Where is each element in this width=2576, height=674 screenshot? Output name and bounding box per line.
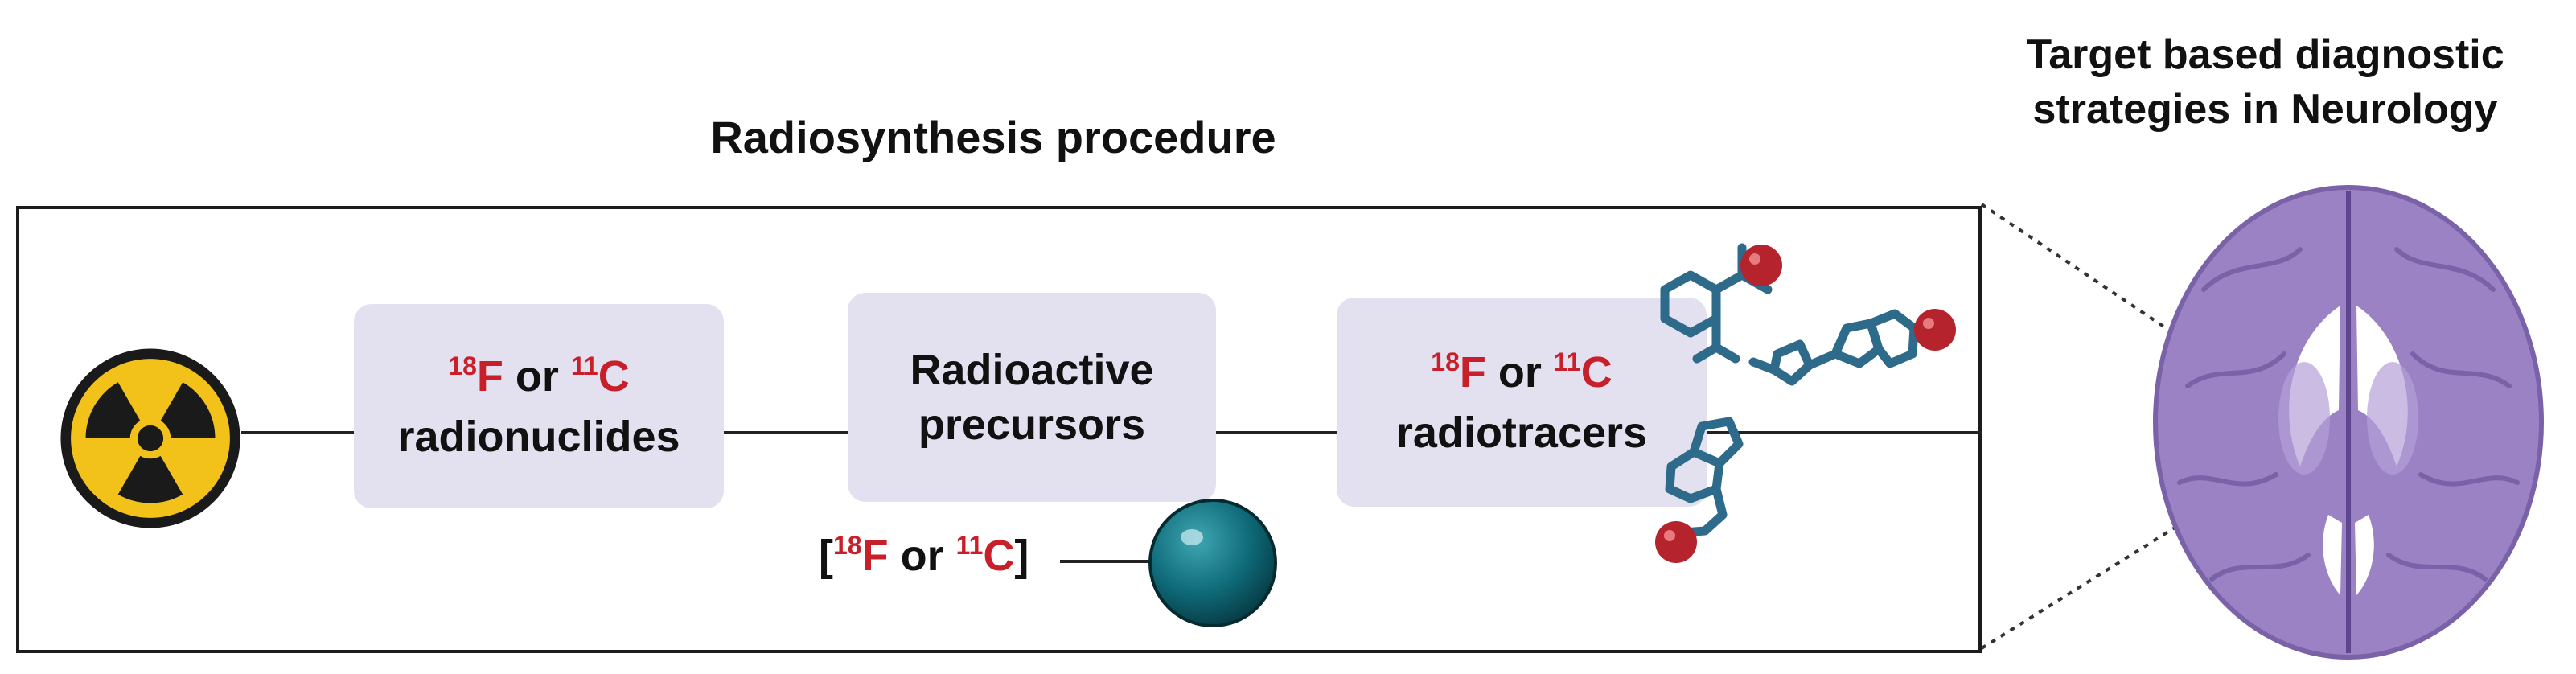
procedure-title: Radiosynthesis procedure xyxy=(710,112,1276,162)
box-label-line1: Radioactive xyxy=(910,346,1154,394)
c11-label: 11C xyxy=(570,351,630,401)
radionuclides-box: 18F or 11C radionuclides xyxy=(354,304,724,508)
connector-line xyxy=(241,431,354,434)
connector-line xyxy=(1214,431,1343,434)
target-title-line1: Target based diagnostic xyxy=(2026,31,2504,78)
f18-label: 18F xyxy=(448,351,503,401)
molecule-icon xyxy=(1655,243,1956,563)
box-label: radionuclides xyxy=(397,412,680,461)
radiotracers-box: 18F or 11C radiotracers xyxy=(1337,298,1707,507)
c11-label: 11C xyxy=(1553,347,1613,397)
connector-line xyxy=(724,431,853,434)
brain-icon xyxy=(2153,185,2544,660)
precursor-isotope-label: [18F or 11C] xyxy=(819,531,1029,580)
box-label-line2: precursors xyxy=(918,401,1146,449)
isotope-line: 18F or 11C xyxy=(1431,347,1613,397)
precursor-sphere-icon xyxy=(1148,499,1277,627)
box-label: radiotracers xyxy=(1395,408,1648,457)
zoom-lines xyxy=(1980,203,2326,650)
target-title-line2: strategies in Neurology xyxy=(2032,86,2498,133)
f18-label: 18F xyxy=(1431,347,1486,397)
precursors-box: Radioactive precursors xyxy=(848,293,1216,502)
connector-line xyxy=(1697,431,1982,434)
target-title: Target based diagnostic strategies in Ne… xyxy=(1954,27,2576,137)
precursor-link-line xyxy=(1060,560,1150,563)
radiation-icon xyxy=(60,348,240,528)
isotope-line: 18F or 11C xyxy=(448,351,630,401)
